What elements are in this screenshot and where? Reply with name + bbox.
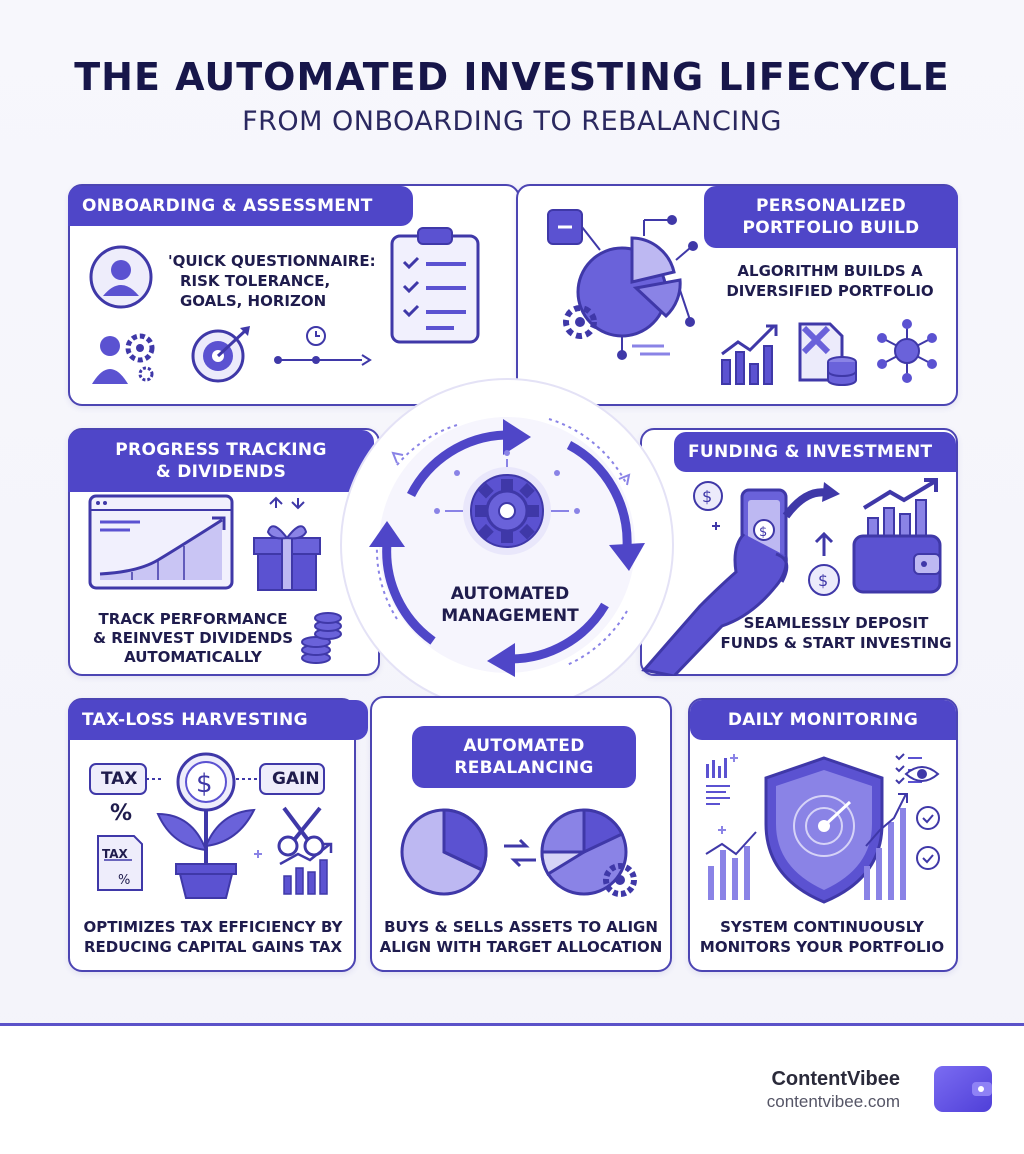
tax-text-2: REDUCING CAPITAL GAINS TAX [83,938,343,956]
brand-name: ContentVibee [771,1068,900,1090]
center-label: AUTOMATED MANAGEMENT [410,583,610,627]
svg-text:$: $ [759,525,767,540]
page-subtitle: FROM ONBOARDING TO REBALANCING [242,106,782,137]
center-label-line1: AUTOMATED [450,584,570,604]
progress-title-line1: PROGRESS TRACKING [115,440,327,460]
hand-phone-deposit-icon: $$ [640,476,844,681]
tax-title: TAX-LOSS HARVESTING [68,700,368,740]
money-plant-icon: % % $ [88,750,350,905]
portfolio-text-1: ALGORITHM BUILDS A [737,262,923,280]
monitoring-text-1: SYSTEM CONTINUOUSLY [720,918,924,936]
funding-text-1: SEAMLESSLY DEPOSIT [743,614,929,632]
rebalance-pie-charts-icon [398,804,644,909]
portfolio-title-line2: PORTFOLIO BUILD [742,218,920,238]
global-network-icon [874,318,940,389]
progress-title: PROGRESS TRACKING & DIVIDENDS [68,430,374,492]
onboarding-text-2: RISK TOLERANCE, [180,272,331,290]
footer [0,1026,1024,1154]
portfolio-title-line1: PERSONALIZED [755,196,907,216]
brand-url: contentvibee.com [766,1092,900,1111]
rebalancing-title: AUTOMATED REBALANCING [412,726,636,788]
coin-up-icon: $ [804,528,844,603]
portfolio-title: PERSONALIZED PORTFOLIO BUILD [704,186,958,248]
svg-text:$: $ [702,487,712,506]
tax-tag-tax: TAX [101,769,138,789]
bar-chart-up-icon [716,320,782,393]
monitoring-text-2: MONITORS YOUR PORTFOLIO [699,938,945,956]
footer-divider [0,1023,1024,1026]
portfolio-text-2: DIVERSIFIED PORTFOLIO [726,282,934,300]
tax-doc-label: TAX [102,847,128,861]
rebalancing-title-line2: REBALANCING [454,758,594,778]
progress-text-2: & REINVEST DIVIDENDS [92,629,294,647]
tax-tag-gain: GAIN [272,769,320,789]
timeline-icon [270,322,374,375]
tax-text-1: OPTIMIZES TAX EFFICIENCY BY [83,918,343,936]
onboarding-title: ONBOARDING & ASSESSMENT [68,186,413,226]
progress-text-3: AUTOMATICALLY [124,648,262,666]
onboarding-text-3: GOALS, HORIZON [180,292,327,310]
coin-stack-icon [298,610,344,671]
progress-text-1: TRACK PERFORMANCE [98,610,288,628]
wallet-growth-icon [850,478,946,603]
automated-cycle-diagram [337,375,677,715]
clipboard-checklist-icon [388,224,482,351]
monitoring-title: DAILY MONITORING [690,700,956,740]
svg-text:%: % [110,801,132,826]
progress-title-line2: & DIVIDENDS [155,462,287,482]
user-avatar-icon [88,244,154,315]
onboarding-text-1: 'QUICK QUESTIONNAIRE: [168,252,376,270]
user-gear-icon [88,328,160,393]
target-icon [188,322,258,389]
shield-radar-icon [700,750,948,915]
svg-text:$: $ [196,769,213,799]
rebalancing-text-1: BUYS & SELLS ASSETS TO ALIGN [384,918,658,936]
page-title: THE AUTOMATED INVESTING LIFECYCLE [74,55,950,99]
gift-dividend-icon [248,494,326,597]
rebalancing-title-line1: AUTOMATED [463,736,585,756]
wallet-logo-icon [932,1062,994,1116]
performance-chart-window-icon [88,494,234,595]
pie-chart-network-icon [540,200,710,375]
document-database-icon [796,320,860,393]
svg-text:%: % [118,873,130,888]
funding-text-2: FUNDS & START INVESTING [720,634,952,652]
funding-title: FUNDING & INVESTMENT [674,432,956,472]
center-label-line2: MANAGEMENT [441,606,579,626]
rebalancing-text-2: ALIGN WITH TARGET ALLOCATION [379,938,663,956]
svg-text:$: $ [818,571,828,590]
